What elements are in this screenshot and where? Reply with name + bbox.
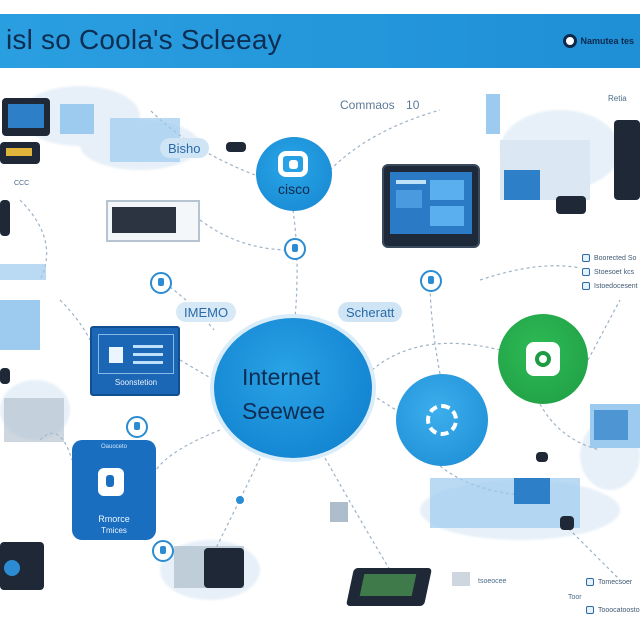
cisco-icon (278, 151, 308, 177)
small-label: CCC (14, 180, 30, 187)
user-icon (420, 270, 442, 292)
bottom-center-label: tsoeocee (478, 578, 507, 585)
router-device (0, 368, 10, 384)
small-device (536, 452, 548, 462)
desk-printer (556, 196, 586, 214)
network-icon (284, 238, 306, 260)
tablet-screen (390, 172, 472, 234)
mobile-app-card: Oauoceto Rmorce Tmices (72, 440, 156, 540)
sync-icon (426, 404, 458, 436)
cloud-icon (126, 416, 148, 438)
list-item-icon (586, 578, 594, 586)
right-list-item: Istoedocesent (582, 282, 638, 290)
panel-label: Soonstetion (114, 378, 158, 387)
list-item-icon (582, 268, 590, 276)
desktop-monitor (106, 200, 200, 242)
tower-server (486, 94, 500, 134)
desk-device (560, 516, 574, 530)
top-right-label: Retia (608, 94, 627, 103)
bottom-right-list-item: Tomecsoer (586, 578, 632, 586)
usb-device (226, 142, 246, 152)
server-cluster (0, 300, 40, 350)
server-rack-front (594, 410, 628, 440)
tablet-device (382, 164, 480, 248)
user-icon (152, 540, 174, 562)
hub-title: Internet (242, 364, 320, 390)
monitor-screen (112, 207, 176, 233)
memo-label: IMEMO (176, 302, 237, 322)
server-tower (614, 120, 640, 200)
brand-logo-icon (563, 34, 578, 48)
bottom-right-prefix: Toor (568, 594, 582, 601)
server-rack (60, 104, 94, 134)
phone-device (0, 200, 10, 236)
seheratt-label: Scheratt (338, 302, 403, 322)
top-center-label: Commaos 10 (340, 98, 420, 112)
desk-scene (430, 478, 580, 528)
cisco-label: cisco (278, 181, 310, 197)
right-list-item: Boorected So (582, 254, 636, 262)
laptop-screen (8, 104, 44, 128)
bird-shape (452, 572, 470, 586)
list-item-icon (586, 606, 594, 614)
phone-small-label: Oauoceto (100, 444, 128, 450)
cisco-node: cisco (256, 137, 332, 211)
right-list-item: Stoesoet kcs (582, 268, 634, 276)
router-lights (6, 148, 32, 156)
phone-label-2: Tmices (101, 526, 127, 535)
list-item-icon (582, 254, 590, 262)
network-switch (0, 264, 46, 280)
desk-monitor (504, 170, 540, 200)
camera-node (498, 314, 588, 404)
page-title: isl so Coola's Scleeay (6, 24, 282, 55)
meter-unit (204, 548, 244, 588)
node-dot (236, 496, 244, 504)
phone-label-1: Rmorce (98, 514, 130, 524)
camera-lens (4, 560, 20, 576)
desk-monitor (514, 478, 550, 504)
mobile-app-icon (98, 468, 124, 496)
brand-badge-text: Namutea tes (580, 36, 634, 46)
internet-hub: Internet Seewee (214, 318, 372, 458)
sync-node (396, 374, 488, 466)
bisho-label: Bisho (160, 138, 209, 158)
brand-badge: Namutea tes (563, 34, 634, 48)
title-banner: isl so Coola's Scleeay Namutea tes (0, 14, 640, 68)
server-rack (4, 398, 64, 442)
dashboard-panel: Soonstetion (90, 326, 180, 396)
panel-screen (98, 334, 174, 374)
hub-subtitle: Seewee (242, 398, 326, 424)
list-item-icon (582, 282, 590, 290)
bottom-right-list-item: Tooocatoosto (586, 606, 640, 614)
camera-icon (526, 342, 560, 376)
tablet-screen (359, 574, 417, 596)
small-module (330, 502, 348, 522)
chat-icon (150, 272, 172, 294)
